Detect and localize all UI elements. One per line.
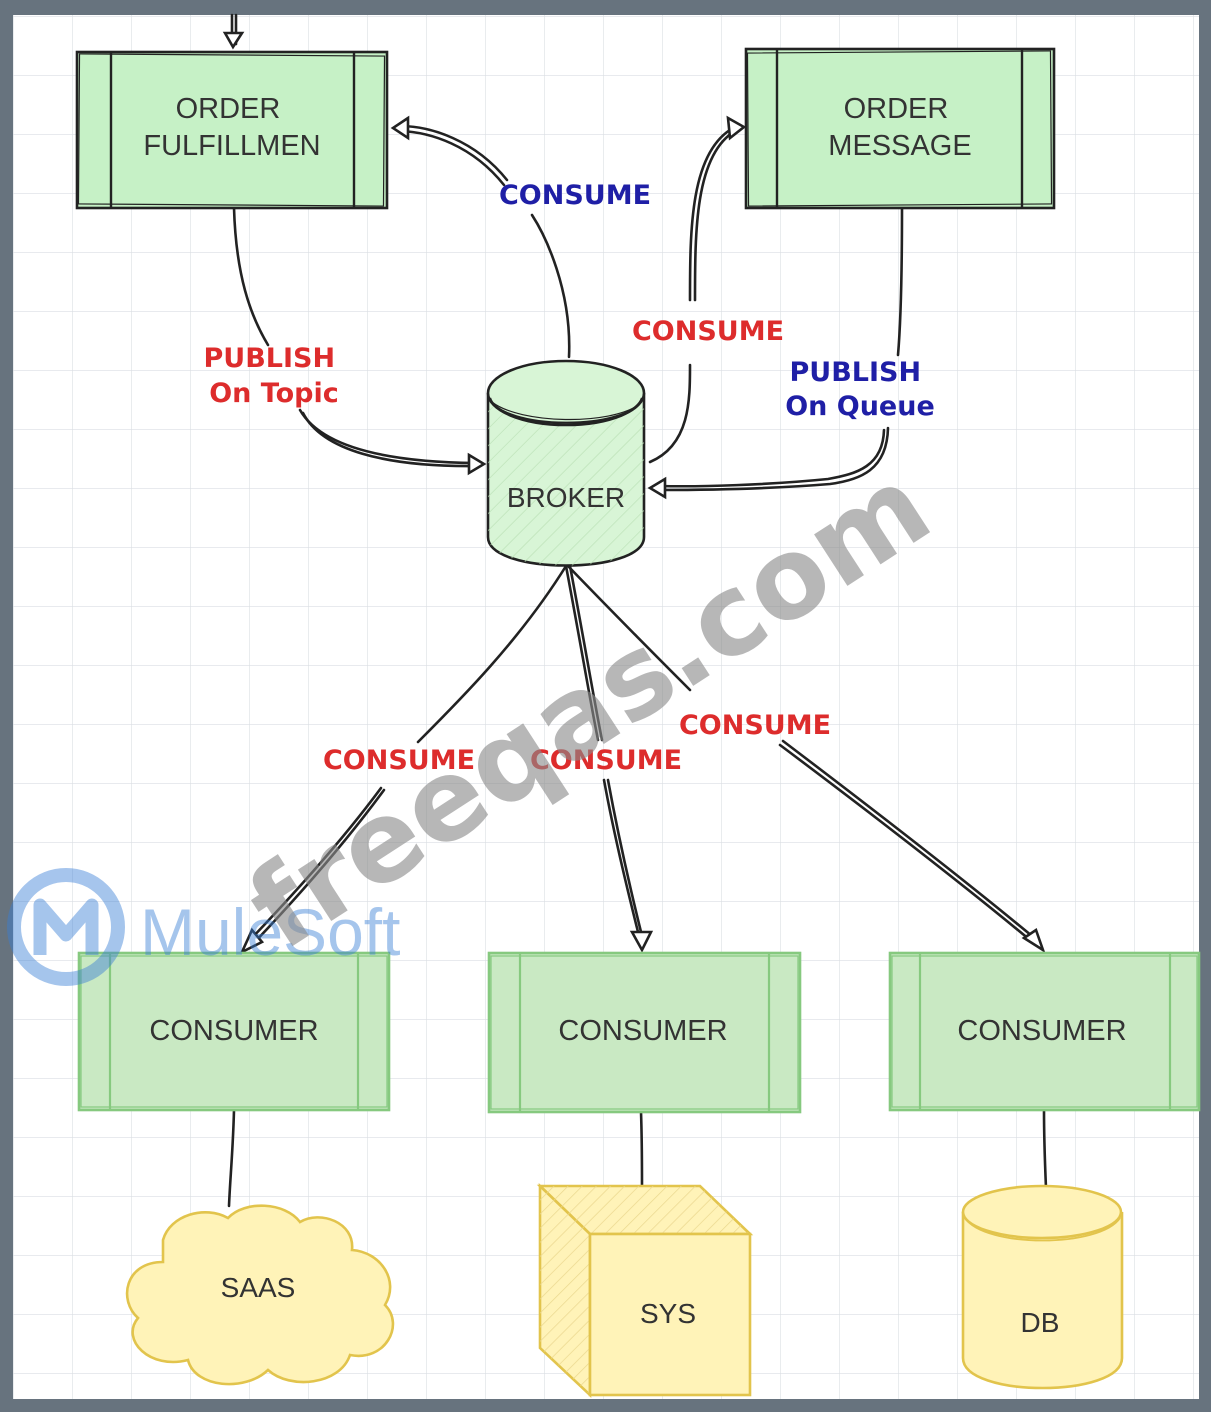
edge-consume-message (648, 115, 747, 464)
order-message-line-2: MESSAGE (828, 130, 971, 162)
order-fulfillment-line-1: ORDER (176, 93, 281, 125)
mulesoft-logo-icon (7, 868, 125, 986)
sys-label: SYS (640, 1298, 696, 1329)
order-fulfillment-box: ORDER FULFILLMEN (75, 50, 389, 210)
mulesoft-watermark: MuleSoft (7, 868, 400, 986)
edge-consumer-2-sys (639, 1110, 644, 1188)
consume-message-label: CONSUME (632, 316, 784, 347)
edge-publish-topic (232, 206, 487, 476)
incoming-edge (222, 13, 245, 50)
edge-consume-consumer-2 (564, 564, 654, 953)
publish-topic-label-line-1: PUBLISH (204, 343, 336, 374)
edge-consumer-1-saas (227, 1108, 236, 1208)
edge-consume-consumer-1 (239, 564, 568, 955)
db-label: DB (1021, 1307, 1060, 1338)
edge-consume-fulfillment (390, 115, 571, 359)
consumer-1-label: CONSUMER (149, 1015, 318, 1047)
consume-consumer-3-label: CONSUME (679, 710, 831, 741)
mulesoft-wordmark: MuleSoft (140, 895, 400, 969)
edge-publish-queue (647, 206, 904, 500)
consumer-box-1: CONSUMER (77, 951, 391, 1112)
order-fulfillment-line-2: FULFILLMEN (143, 130, 320, 162)
broker-cylinder: BROKER (486, 359, 646, 567)
consume-consumer-2-label: CONSUME (530, 745, 682, 776)
publish-topic-label-line-2: On Topic (209, 378, 339, 409)
sys-cube: SYS (536, 1182, 754, 1399)
connectors (222, 13, 1048, 1208)
consume-fulfillment-label: CONSUME (499, 180, 651, 211)
consumer-2-label: CONSUMER (558, 1015, 727, 1047)
edge-consume-consumer-3 (566, 564, 1046, 954)
svg-text:ORDER MESSAGE: ORDER MESSAGE (828, 93, 971, 162)
edge-consumer-3-db (1042, 1108, 1048, 1190)
consume-consumer-1-label: CONSUME (323, 745, 475, 776)
order-message-line-1: ORDER (844, 93, 949, 125)
broker-label: BROKER (507, 482, 625, 513)
saas-cloud: SAAS (125, 1204, 395, 1386)
consumer-box-3: CONSUMER (888, 951, 1201, 1112)
consumer-3-label: CONSUMER (957, 1015, 1126, 1047)
publish-queue-label-line-2: On Queue (785, 391, 935, 422)
publish-queue-label-line-1: PUBLISH (790, 357, 922, 388)
svg-text:PUBLISH On Queue: PUBLISH On Queue (785, 357, 935, 422)
saas-label: SAAS (221, 1272, 296, 1303)
order-message-box: ORDER MESSAGE (744, 47, 1056, 210)
svg-text:ORDER FULFILLMEN: ORDER FULFILLMEN (143, 93, 320, 162)
db-cylinder: DB (961, 1184, 1124, 1390)
svg-text:PUBLISH On Topic: PUBLISH On Topic (204, 343, 345, 409)
consumer-box-2: CONSUMER (487, 951, 802, 1114)
